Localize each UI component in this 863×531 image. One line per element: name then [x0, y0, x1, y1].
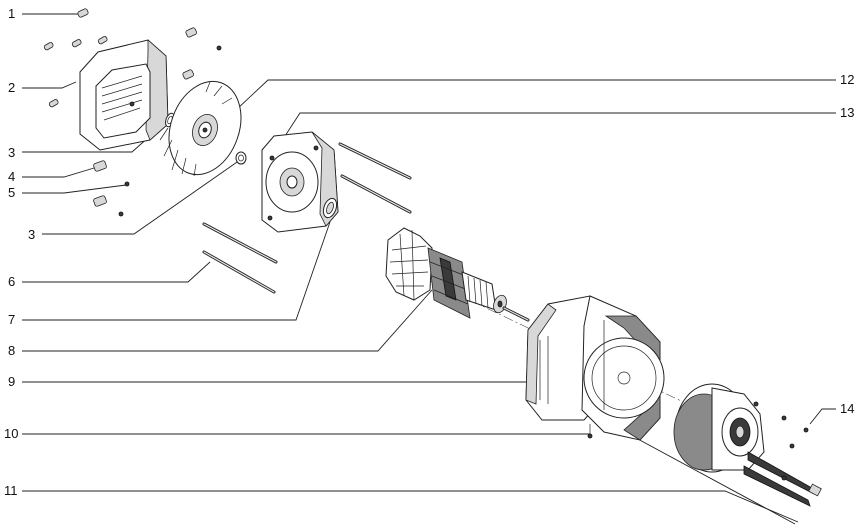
callout-3a: 3 [8, 145, 15, 160]
part-12-fan [159, 80, 242, 177]
bracket-11 [635, 437, 796, 525]
leader-4 [22, 167, 95, 178]
leader-2 [22, 81, 77, 89]
callout-9: 9 [8, 374, 15, 389]
callout-14: 14 [840, 401, 854, 416]
leader-6 [22, 261, 211, 283]
part-8-armature [385, 227, 530, 322]
leader-11 [22, 490, 799, 523]
part-6-tie-rods [202, 142, 412, 294]
part-9-stator-housing [525, 295, 665, 441]
leader-5 [22, 184, 127, 194]
callout-4: 4 [8, 169, 15, 184]
leader-lines [22, 13, 836, 525]
part-7-wave-washer [322, 197, 338, 219]
part-11-end-cap [673, 383, 822, 507]
leader-3b [42, 159, 241, 235]
leader-7 [22, 221, 331, 321]
callout-6: 6 [8, 274, 15, 289]
callout-10: 10 [4, 426, 18, 441]
callout-labels: 1 2 3 4 5 3 6 7 8 9 10 11 12 13 14 [4, 6, 854, 498]
callout-13: 13 [840, 105, 854, 120]
part-2-fan-cover [79, 39, 169, 151]
part-10-screw [587, 424, 593, 439]
callout-1: 1 [8, 6, 15, 21]
callout-5: 5 [8, 185, 15, 200]
part-4-spacers [93, 160, 107, 207]
part-3-washer-lower [235, 151, 247, 165]
callout-3b: 3 [28, 227, 35, 242]
callout-8: 8 [8, 343, 15, 358]
leader-13 [284, 112, 836, 137]
leader-14 [809, 408, 836, 425]
callout-12: 12 [840, 72, 854, 87]
callout-7: 7 [8, 312, 15, 327]
callout-11: 11 [4, 483, 18, 498]
standoffs [182, 27, 222, 91]
cover-screws [43, 36, 108, 108]
callout-2: 2 [8, 80, 15, 95]
part-5-nuts [118, 181, 130, 217]
leader-12 [235, 79, 836, 111]
part-1-screw [77, 8, 89, 18]
leader-8 [22, 289, 433, 352]
